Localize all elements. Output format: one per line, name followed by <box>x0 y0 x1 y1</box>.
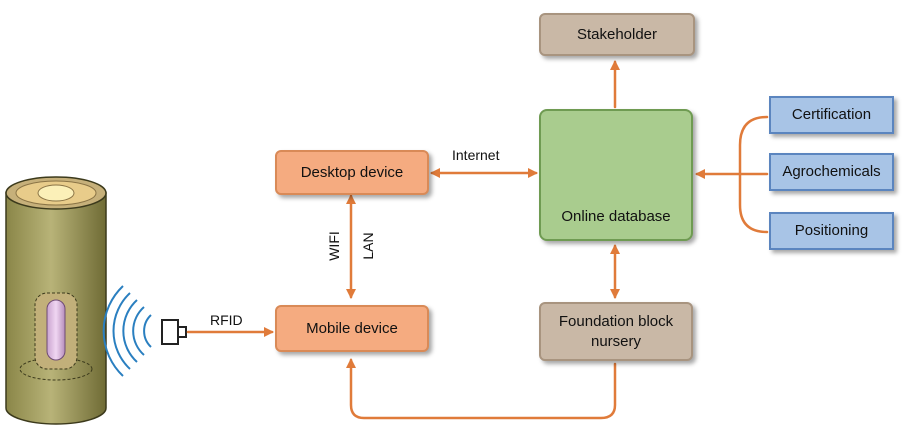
positioning-node: Positioning <box>769 212 894 250</box>
mobile-device-label: Mobile device <box>306 319 398 337</box>
positioning-label: Positioning <box>794 222 869 239</box>
rfid-label: RFID <box>210 312 243 328</box>
rfid-tag-icon <box>46 299 66 361</box>
rfid-reader-icon <box>161 319 187 345</box>
agrochemicals-label: Agrochemicals <box>782 163 881 180</box>
certification-label: Certification <box>791 106 872 123</box>
online-database-label: Online database <box>561 208 671 225</box>
lan-label: LAN <box>360 232 376 260</box>
arrow-nursery-to-mobile <box>346 358 617 420</box>
stakeholder-node: Stakeholder <box>539 13 695 56</box>
rfid-signal-icon <box>102 285 152 377</box>
vine-stem-illustration <box>5 176 107 425</box>
agrochemicals-node: Agrochemicals <box>769 153 894 191</box>
foundation-block-nursery-node: Foundation block nursery <box>539 302 693 361</box>
mobile-device-node: Mobile device <box>275 305 429 352</box>
certification-node: Certification <box>769 96 894 134</box>
internet-label: Internet <box>452 147 500 163</box>
foundation-block-nursery-label: Foundation block nursery <box>558 312 674 350</box>
desktop-device-label: Desktop device <box>300 163 404 181</box>
wifi-label: WIFI <box>326 231 342 261</box>
stakeholder-label: Stakeholder <box>576 25 658 43</box>
connectors <box>186 60 769 420</box>
online-database-node: Online database <box>539 109 693 241</box>
desktop-device-node: Desktop device <box>275 150 429 195</box>
